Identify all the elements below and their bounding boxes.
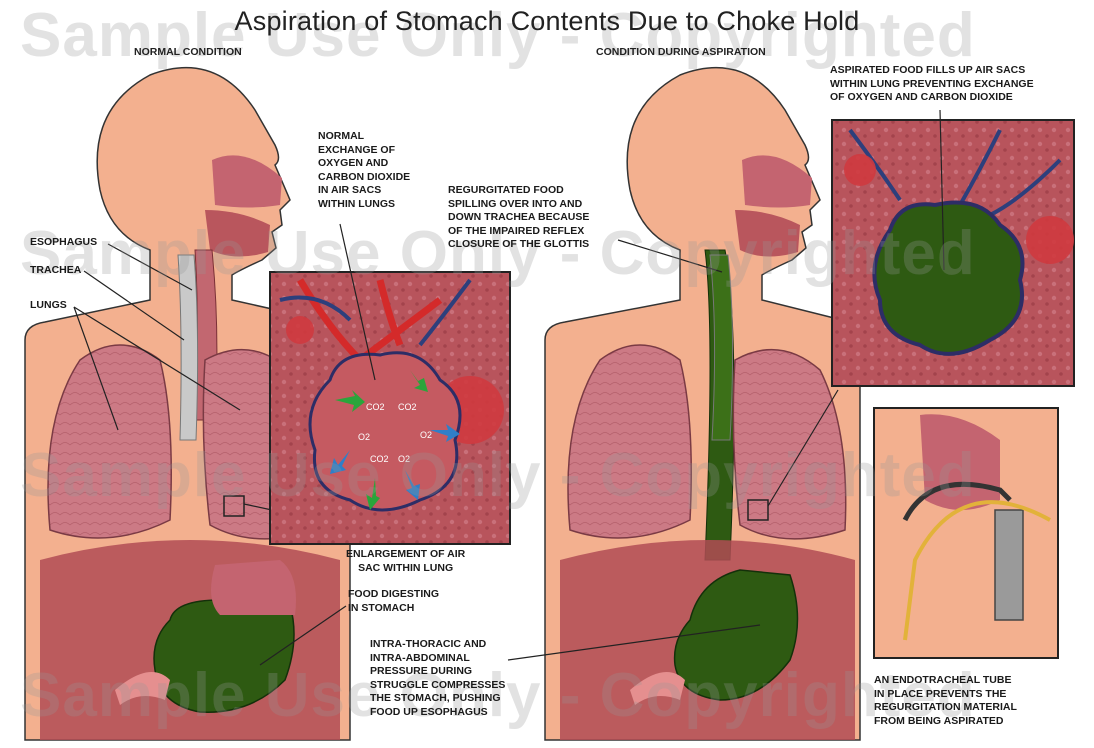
page-title: Aspiration of Stomach Contents Due to Ch…: [0, 6, 1094, 37]
label-endotracheal: AN ENDOTRACHEAL TUBE IN PLACE PREVENTS T…: [874, 674, 1017, 728]
gas-label: CO2: [366, 402, 385, 412]
endotracheal-panel: [874, 408, 1058, 658]
label-regurgitated: REGURGITATED FOOD SPILLING OVER INTO AND…: [448, 184, 589, 252]
right-airsac-panel: [832, 120, 1074, 386]
label-aspirated-food: ASPIRATED FOOD FILLS UP AIR SACS WITHIN …: [830, 64, 1034, 105]
left-stomach-wall: [211, 560, 296, 615]
label-enlargement: ENLARGEMENT OF AIR SAC WITHIN LUNG: [346, 548, 465, 575]
laryngoscope-handle: [995, 510, 1023, 620]
gas-label: O2: [420, 430, 432, 440]
heading-aspiration-condition: CONDITION DURING ASPIRATION: [596, 46, 766, 58]
gas-label: O2: [398, 454, 410, 464]
label-lungs: LUNGS: [30, 299, 67, 313]
gas-label: O2: [358, 432, 370, 442]
left-trachea: [178, 255, 198, 440]
heading-normal-condition: NORMAL CONDITION: [134, 46, 242, 58]
gas-label: CO2: [370, 454, 389, 464]
label-esophagus: ESOPHAGUS: [30, 236, 97, 250]
label-trachea: TRACHEA: [30, 264, 81, 278]
label-normal-exchange: NORMAL EXCHANGE OF OXYGEN AND CARBON DIO…: [318, 130, 410, 211]
label-food-digesting: FOOD DIGESTING IN STOMACH: [348, 588, 439, 615]
right-alveolus-filled: [874, 203, 1022, 354]
left-airsac-panel: CO2 CO2 O2 O2 CO2 O2: [270, 272, 510, 544]
label-pressure: INTRA-THORACIC AND INTRA-ABDOMINAL PRESS…: [370, 638, 505, 719]
right-figure: [545, 68, 860, 740]
gas-label: CO2: [398, 402, 417, 412]
